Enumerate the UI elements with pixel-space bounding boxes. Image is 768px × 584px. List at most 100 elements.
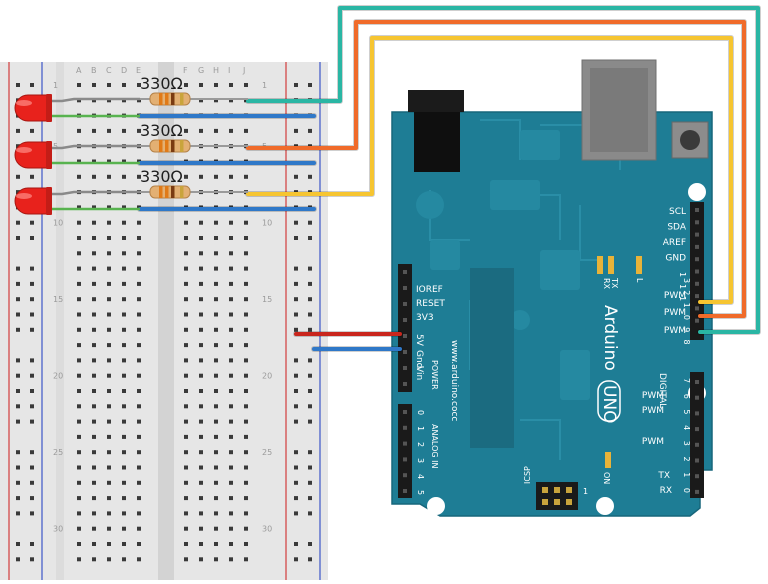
breadboard-hole xyxy=(16,297,20,302)
breadboard-hole xyxy=(229,373,233,378)
breadboard-hole xyxy=(137,266,141,271)
breadboard-hole xyxy=(122,205,126,210)
breadboard-hole xyxy=(107,511,111,516)
breadboard-hole xyxy=(16,128,20,133)
breadboard-hole xyxy=(30,404,34,409)
breadboard-hole xyxy=(229,434,233,439)
breadboard-hole xyxy=(122,128,126,133)
reset-button[interactable] xyxy=(671,121,709,159)
header-label-aref: AREF xyxy=(663,238,686,248)
breadboard-hole xyxy=(137,511,141,516)
breadboard-hole xyxy=(122,98,126,103)
breadboard-hole xyxy=(308,373,312,378)
led-rim xyxy=(46,141,52,169)
header-pin xyxy=(695,220,699,225)
breadboard-hole xyxy=(92,480,96,485)
breadboard-hole xyxy=(122,480,126,485)
power-pin-label: IOREF xyxy=(416,285,443,295)
breadboard-hole xyxy=(30,450,34,455)
breadboard-hole xyxy=(77,465,81,470)
breadboard-hole xyxy=(199,557,203,562)
breadboard-hole xyxy=(30,511,34,516)
header-pin xyxy=(403,366,407,370)
icsp-pin xyxy=(566,499,572,505)
l-led xyxy=(636,256,642,274)
breadboard-hole xyxy=(308,542,312,546)
breadboard-hole xyxy=(16,450,20,455)
breadboard-hole xyxy=(308,83,312,87)
breadboard-hole xyxy=(30,557,34,562)
breadboard-hole xyxy=(107,557,111,562)
breadboard-hole xyxy=(30,465,34,470)
breadboard-hole xyxy=(92,251,96,256)
breadboard-hole xyxy=(92,526,96,531)
breadboard-hole xyxy=(308,496,312,501)
row-number: 20 xyxy=(53,372,63,381)
pin-number-label: 1 xyxy=(678,296,687,301)
breadboard-hole xyxy=(137,465,141,470)
breadboard-hole xyxy=(77,480,81,485)
breadboard-hole xyxy=(214,450,218,455)
digital-label: DIGITAL xyxy=(657,373,667,408)
breadboard-hole xyxy=(77,98,81,103)
breadboard-hole xyxy=(184,251,188,256)
power-jack-top xyxy=(408,90,464,112)
header-pin xyxy=(403,334,407,338)
breadboard-hole xyxy=(77,373,81,378)
breadboard-hole xyxy=(16,83,20,87)
tx-led xyxy=(597,256,603,274)
breadboard-hole xyxy=(92,220,96,225)
digital-pin-number: 7 xyxy=(682,378,691,383)
breadboard-hole xyxy=(30,312,34,317)
breadboard-hole xyxy=(199,312,203,317)
breadboard-hole xyxy=(214,389,218,393)
resistor-band xyxy=(159,93,163,105)
breadboard-hole xyxy=(308,450,312,455)
breadboard-hole xyxy=(308,281,312,286)
breadboard-hole xyxy=(214,236,218,240)
power-header xyxy=(398,264,412,392)
breadboard-hole xyxy=(107,128,111,133)
breadboard-hole xyxy=(107,526,111,531)
breadboard-hole xyxy=(199,98,203,103)
breadboard-hole xyxy=(122,511,126,516)
breadboard-hole xyxy=(92,465,96,470)
icsp-pin xyxy=(566,487,572,493)
column-letter: I xyxy=(228,66,230,75)
breadboard-hole xyxy=(92,297,96,302)
digital-pin-number: 4 xyxy=(682,425,691,430)
header-pin xyxy=(695,380,699,384)
breadboard-hole xyxy=(92,557,96,562)
column-letter: C xyxy=(106,66,112,75)
breadboard-hole xyxy=(107,251,111,256)
header-pin xyxy=(695,306,699,311)
breadboard-hole xyxy=(30,480,34,485)
column-letter: A xyxy=(76,66,82,75)
digital-pin-number: 1 xyxy=(682,303,691,308)
breadboard-hole xyxy=(137,373,141,378)
power-pin-label: Vin xyxy=(414,366,424,380)
led-body xyxy=(14,94,49,122)
breadboard-hole xyxy=(16,236,20,240)
breadboard-hole xyxy=(308,389,312,393)
breadboard-hole xyxy=(92,312,96,317)
breadboard-hole xyxy=(229,511,233,516)
row-number: 30 xyxy=(262,525,272,534)
column-letter: G xyxy=(198,66,204,75)
breadboard-hole xyxy=(244,343,248,348)
icsp-pin xyxy=(542,499,548,505)
breadboard-hole xyxy=(294,312,298,317)
breadboard-hole xyxy=(16,496,20,501)
breadboard-hole xyxy=(244,236,248,240)
arduino-brand-text: Arduino xyxy=(600,305,620,371)
breadboard-hole xyxy=(199,236,203,240)
power-pin-label: 5V xyxy=(414,334,424,347)
breadboard-hole xyxy=(184,83,188,87)
breadboard-hole xyxy=(122,174,126,179)
breadboard-hole xyxy=(308,480,312,485)
breadboard-hole xyxy=(199,281,203,286)
breadboard-hole xyxy=(294,220,298,225)
header-pin xyxy=(695,257,699,262)
column-letter: D xyxy=(121,66,127,75)
header-pin xyxy=(695,442,699,447)
